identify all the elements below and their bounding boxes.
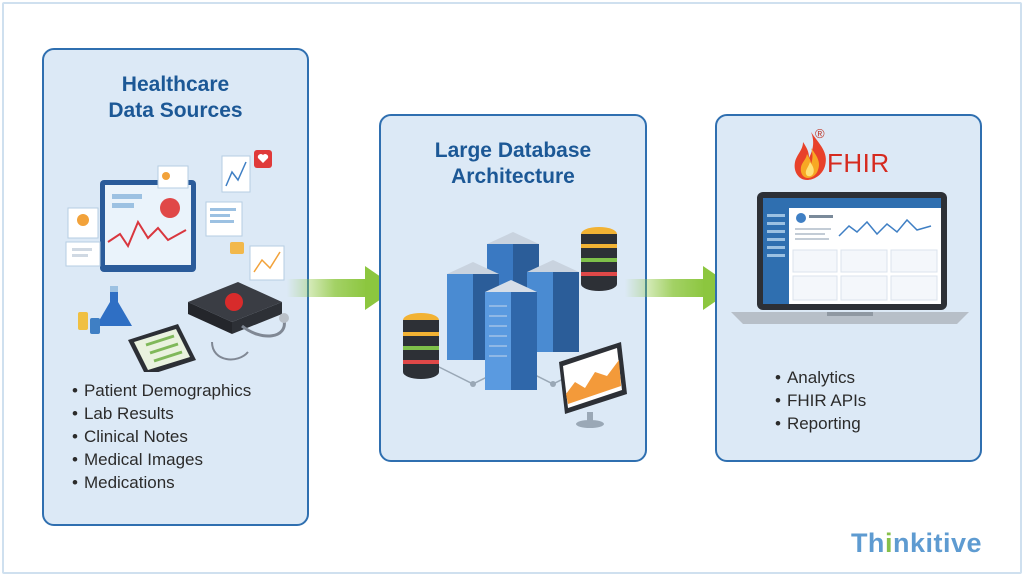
healthcare-data-sources-panel: Healthcare Data Sources	[42, 48, 309, 526]
flame-icon	[794, 132, 826, 180]
list-item: Medications	[72, 471, 251, 494]
database-servers-illustration	[403, 227, 627, 428]
list-item: Clinical Notes	[72, 425, 251, 448]
panel-title-line1: Healthcare	[121, 73, 230, 96]
panel-title-line2: Architecture	[451, 165, 575, 188]
registered-mark: ®	[815, 126, 825, 141]
healthcare-devices-illustration	[65, 150, 289, 372]
list-item: Patient Demographics	[72, 379, 251, 402]
fhir-logo: ® FHIR	[791, 126, 911, 182]
panel-title: Large Database Architecture	[381, 138, 645, 190]
fhir-panel: ® FHIR Analytics FHIR APIs Reporting	[715, 114, 982, 462]
fhir-capabilities-list: Analytics FHIR APIs Reporting	[775, 366, 866, 435]
list-item: FHIR APIs	[775, 389, 866, 412]
large-database-architecture-panel: Large Database Architecture	[379, 114, 647, 462]
brand-text-highlight: i	[884, 528, 893, 558]
list-item: Reporting	[775, 412, 866, 435]
panel-title-line1: Large Database	[434, 139, 592, 162]
thinkitive-logo: Thinkitive	[851, 528, 982, 559]
laptop-dashboard-illustration	[731, 192, 969, 324]
list-item: Analytics	[775, 366, 866, 389]
panel-title: Healthcare Data Sources	[44, 72, 307, 124]
list-item: Medical Images	[72, 448, 251, 471]
panel-title-line2: Data Sources	[108, 99, 243, 122]
brand-text-prefix: Th	[850, 528, 885, 558]
brand-text-suffix: nkitive	[892, 528, 982, 558]
data-sources-list: Patient Demographics Lab Results Clinica…	[72, 379, 251, 494]
fhir-logo-text: FHIR	[827, 148, 890, 178]
list-item: Lab Results	[72, 402, 251, 425]
